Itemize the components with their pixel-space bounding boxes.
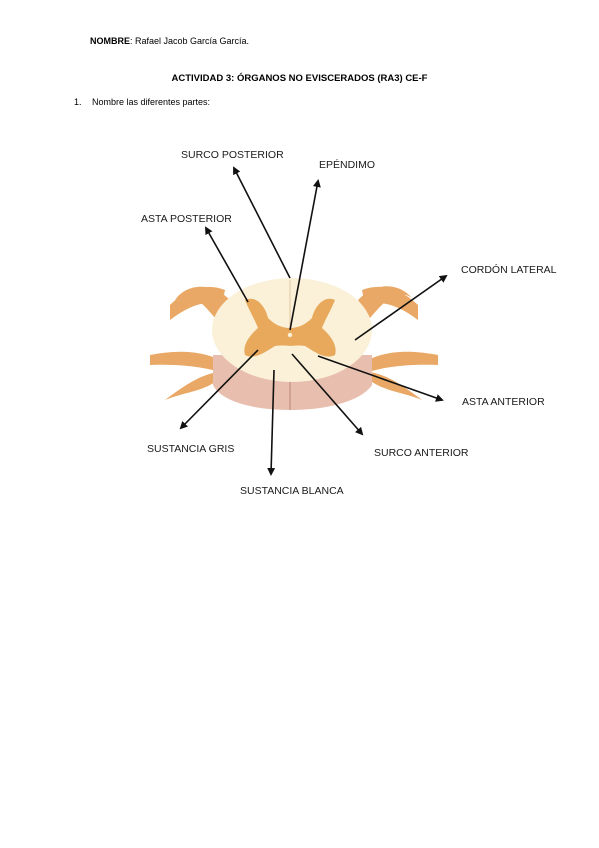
arrow-surco-anterior xyxy=(291,353,364,436)
label-ependimo: EPÉNDIMO xyxy=(319,158,375,171)
page-title: ACTIVIDAD 3: ÓRGANOS NO EVISCERADOS (RA3… xyxy=(171,73,428,84)
question-text: Nombre las diferentes partes: xyxy=(92,97,211,107)
pointer-arrows xyxy=(179,166,448,476)
arrow-asta-anterior xyxy=(317,355,444,402)
label-asta-anterior: ASTA ANTERIOR xyxy=(462,396,545,408)
arrow-asta-posterior xyxy=(205,226,249,303)
arrow-sustancia-gris xyxy=(179,349,259,430)
central-canal xyxy=(287,332,293,338)
left-nerve-roots xyxy=(150,286,230,400)
label-cordon-lateral: CORDÓN LATERAL xyxy=(461,263,557,276)
arrow-ependimo xyxy=(289,179,321,331)
question: 1. Nombre las diferentes partes: xyxy=(74,97,210,107)
gray-matter xyxy=(244,298,336,357)
label-surco-anterior: SURCO ANTERIOR xyxy=(374,447,469,459)
arrow-surco-posterior xyxy=(233,166,291,279)
label-sustancia-gris: SUSTANCIA GRIS xyxy=(147,443,234,455)
label-surco-posterior: SURCO POSTERIOR xyxy=(181,149,284,161)
name-line: NOMBRE: Rafael Jacob García García. xyxy=(90,36,249,46)
arrow-cordon-lateral xyxy=(354,274,448,341)
label-sustancia-blanca: SUSTANCIA BLANCA xyxy=(240,485,344,497)
label-asta-posterior: ASTA POSTERIOR xyxy=(141,213,232,225)
name-value: : Rafael Jacob García García. xyxy=(130,36,250,46)
name-label: NOMBRE xyxy=(90,36,130,46)
arrow-sustancia-blanca xyxy=(267,369,276,476)
question-number: 1. xyxy=(74,97,82,107)
